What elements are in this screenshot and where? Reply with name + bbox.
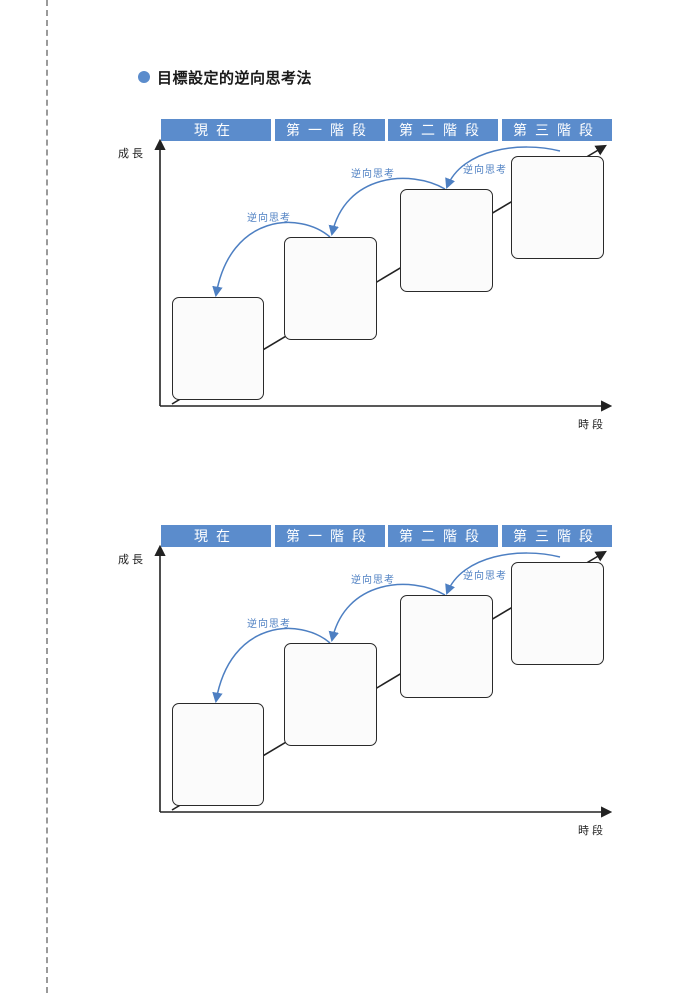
reverse-arrow-label-2: 逆向思考 xyxy=(351,575,395,586)
stage-band-third: 第三階段 xyxy=(502,525,612,547)
reverse-arrow-1 xyxy=(212,627,331,704)
stage-band-first: 第一階段 xyxy=(275,525,385,547)
reverse-thinking-diagram-1: 現在 第一階段 第二階段 第三階段 成長 時段 逆向思考 逆向思考 逆向思考 xyxy=(0,119,700,439)
dashed-margin-line xyxy=(46,0,48,993)
reverse-arrow-label-1: 逆向思考 xyxy=(247,619,291,630)
stage-band-third: 第三階段 xyxy=(502,119,612,141)
stage-band-current: 現在 xyxy=(161,119,271,141)
reverse-arrow-label-3: 逆向思考 xyxy=(463,571,507,582)
goal-box-second[interactable] xyxy=(400,189,493,292)
goal-box-third[interactable] xyxy=(511,562,604,665)
x-axis-label: 時段 xyxy=(578,418,606,431)
goal-box-current[interactable] xyxy=(172,703,264,806)
page-title: 目標設定的逆向思考法 xyxy=(157,68,313,87)
reverse-arrow-label-1: 逆向思考 xyxy=(247,213,291,224)
reverse-arrow-3 xyxy=(445,146,561,189)
x-axis-label: 時段 xyxy=(578,824,606,837)
section-heading: 目標設定的逆向思考法 xyxy=(138,66,312,88)
reverse-arrow-1 xyxy=(212,221,331,298)
reverse-arrow-2 xyxy=(328,583,446,643)
reverse-arrow-3 xyxy=(445,552,561,595)
stage-band-first: 第一階段 xyxy=(275,119,385,141)
stage-band-current: 現在 xyxy=(161,525,271,547)
goal-box-current[interactable] xyxy=(172,297,264,400)
goal-box-first[interactable] xyxy=(284,237,377,340)
reverse-arrow-label-2: 逆向思考 xyxy=(351,169,395,180)
reverse-thinking-diagram-2: 現在 第一階段 第二階段 第三階段 成長 時段 逆向思考 逆向思考 逆向思考 xyxy=(0,525,700,845)
y-axis-label: 成長 xyxy=(118,553,146,566)
y-axis-label: 成長 xyxy=(118,147,146,160)
goal-box-second[interactable] xyxy=(400,595,493,698)
reverse-arrow-2 xyxy=(328,177,446,237)
goal-box-third[interactable] xyxy=(511,156,604,259)
bullet-dot-icon xyxy=(138,71,150,83)
goal-box-first[interactable] xyxy=(284,643,377,746)
reverse-arrow-label-3: 逆向思考 xyxy=(463,165,507,176)
stage-band-second: 第二階段 xyxy=(388,119,498,141)
stage-band-second: 第二階段 xyxy=(388,525,498,547)
